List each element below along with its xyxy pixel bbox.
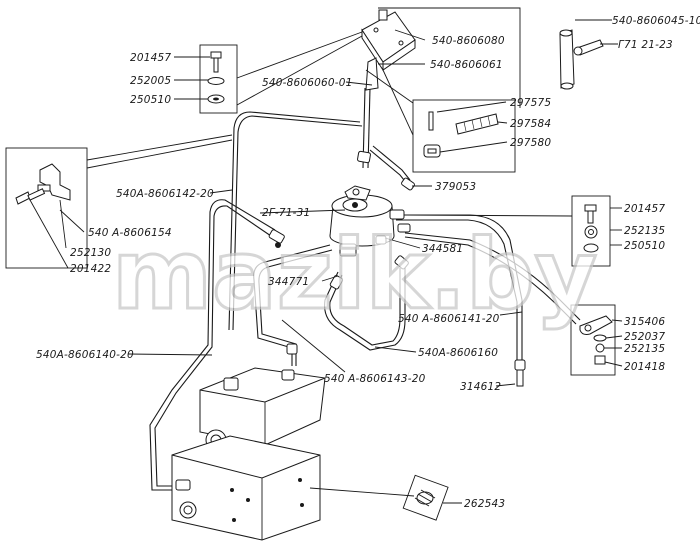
label-540A-8606160: 540А-8606160 [418, 347, 498, 359]
label-262543: 262543 [464, 498, 505, 510]
label-250510-top: 250510 [130, 94, 171, 106]
callout-box-top-left [199, 44, 238, 114]
label-297580: 297580 [510, 137, 551, 149]
fastener-set-right-upper [583, 204, 599, 253]
brake-valve-540-8606080 [361, 9, 416, 91]
callout-box-right-upper [571, 195, 611, 267]
watermark: mazik.by [112, 219, 597, 331]
label-315406: 315406 [624, 316, 665, 328]
label-540-8606060-01: 540-8606060-01 [262, 77, 353, 89]
label-201457-right: 201457 [624, 203, 665, 215]
label-540-8606061: 540-8606061 [430, 59, 503, 71]
control-module [171, 367, 326, 541]
label-344771: 344771 [268, 276, 309, 288]
callout-box-mid [412, 99, 516, 173]
label-771-21-23: Г71 21-23 [618, 39, 673, 51]
label-540A-8606141-20: 540 А-8606141-20 [398, 313, 500, 325]
label-201457-top: 201457 [130, 52, 171, 64]
label-201418: 201418 [624, 361, 665, 373]
label-252005: 252005 [130, 75, 171, 87]
label-252135-right: 252135 [624, 225, 665, 237]
part-labels: 540-8606045-10 Г71 21-23 540-8606080 540… [36, 15, 700, 510]
pipe-network [149, 87, 581, 491]
callout-frame-valve [378, 7, 521, 108]
filter-262543 [402, 474, 449, 521]
callout-box-right-lower [570, 304, 616, 376]
label-540A-8606140-20: 540А-8606140-20 [36, 349, 134, 361]
label-252130: 252130 [70, 247, 111, 259]
label-2G-71-31: 2Г-71-31 [262, 207, 310, 219]
label-314612: 314612 [460, 381, 501, 393]
callout-box-left [5, 147, 88, 269]
label-540A-8606143-20: 540 А-8606143-20 [324, 373, 426, 385]
lever-540-8606045-10 [559, 29, 604, 90]
brake-chamber-2G-71-31 [329, 185, 405, 257]
label-297584: 297584 [510, 118, 551, 130]
label-379053: 379053 [435, 181, 476, 193]
clip-set-297xxx [423, 111, 499, 158]
label-344581: 344581 [422, 243, 463, 255]
bracket-540A-8606154 [15, 163, 71, 205]
label-540A-8606142-20: 540A-8606142-20 [116, 188, 214, 200]
label-540-8606080: 540-8606080 [432, 35, 505, 47]
label-252037: 252037 [624, 331, 665, 343]
label-297575: 297575 [510, 97, 551, 109]
fastener-set-top-left [207, 51, 225, 104]
clip-set-315406 [579, 315, 613, 365]
label-540-8606045-10: 540-8606045-10 [612, 15, 700, 27]
label-252135-low: 252135 [624, 343, 665, 355]
leader-lines [29, 19, 623, 504]
label-250510-right: 250510 [624, 240, 665, 252]
label-201422: 201422 [70, 263, 111, 275]
label-540A-8606154: 540 А-8606154 [88, 227, 172, 239]
